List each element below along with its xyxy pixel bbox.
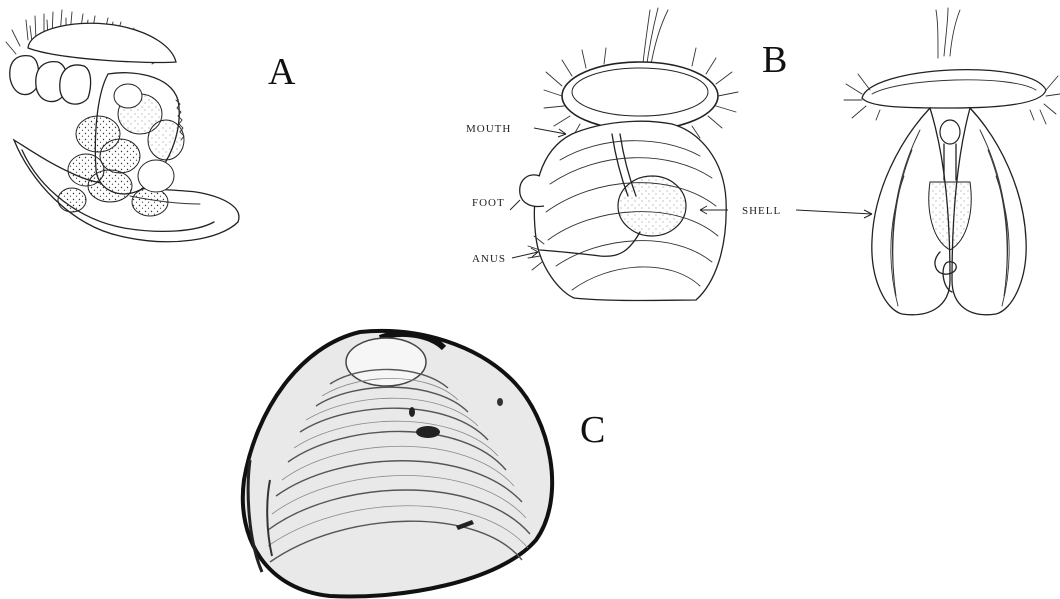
panel-c-letter: C [580, 409, 605, 451]
panel-b-front-view [844, 8, 1060, 315]
panel-b-velum [562, 62, 718, 130]
panel-c: C [243, 331, 606, 597]
panel-a-larva-drawing [6, 10, 239, 242]
panel-c-shell-drawing [243, 331, 552, 597]
panel-b: MOUTH FOOT ANUS SHELL B [466, 8, 1060, 315]
panel-b-front-velum [862, 70, 1046, 108]
panel-b-side-view [510, 8, 738, 301]
panel-a: A [6, 10, 296, 242]
panel-a-letter: A [268, 51, 296, 93]
panel-a-velum [28, 23, 176, 62]
label-foot: FOOT [472, 197, 505, 209]
label-mouth: MOUTH [466, 123, 511, 135]
label-anus: ANUS [472, 253, 506, 265]
panel-b-letter: B [762, 39, 787, 81]
label-shell: SHELL [742, 205, 781, 217]
